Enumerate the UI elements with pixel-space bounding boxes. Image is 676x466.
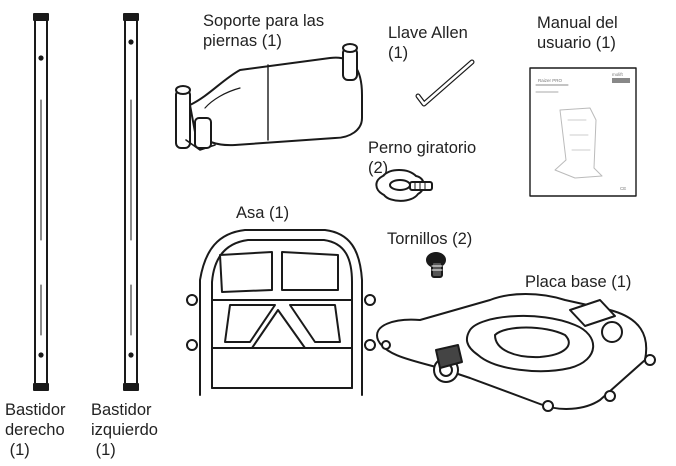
- user-manual-illustration: [529, 67, 637, 197]
- allen-key-label: Llave Allen (1): [388, 24, 468, 62]
- manual-cover-brand: molift: [612, 72, 624, 77]
- frame-right-illustration: [33, 13, 49, 391]
- frame-right-label: Bastidor derecho (1): [5, 401, 66, 459]
- handle-label: Asa (1): [236, 204, 290, 222]
- base-plate-illustration: [376, 293, 656, 412]
- pivot-bolt-illustration: [375, 169, 433, 202]
- user-manual-label: Manual del usuario (1): [537, 14, 618, 52]
- allen-key-illustration: [415, 59, 475, 107]
- frame-left-label: Bastidor izquierdo (1): [91, 401, 158, 459]
- base-plate-label: Placa base (1): [525, 273, 632, 291]
- handle-illustration: [186, 229, 376, 396]
- leg-support-label: Soporte para las piernas (1): [203, 12, 325, 50]
- screws-label: Tornillos (2): [387, 230, 473, 248]
- screws-illustration: [426, 252, 446, 278]
- manual-cover-title: Raizer PRO: [538, 78, 563, 83]
- leg-support-illustration: [175, 43, 363, 151]
- frame-left-illustration: [123, 13, 139, 391]
- pivot-bolt-label: Perno giratorio (2): [368, 139, 477, 177]
- manual-cover-mark: CE: [620, 186, 626, 191]
